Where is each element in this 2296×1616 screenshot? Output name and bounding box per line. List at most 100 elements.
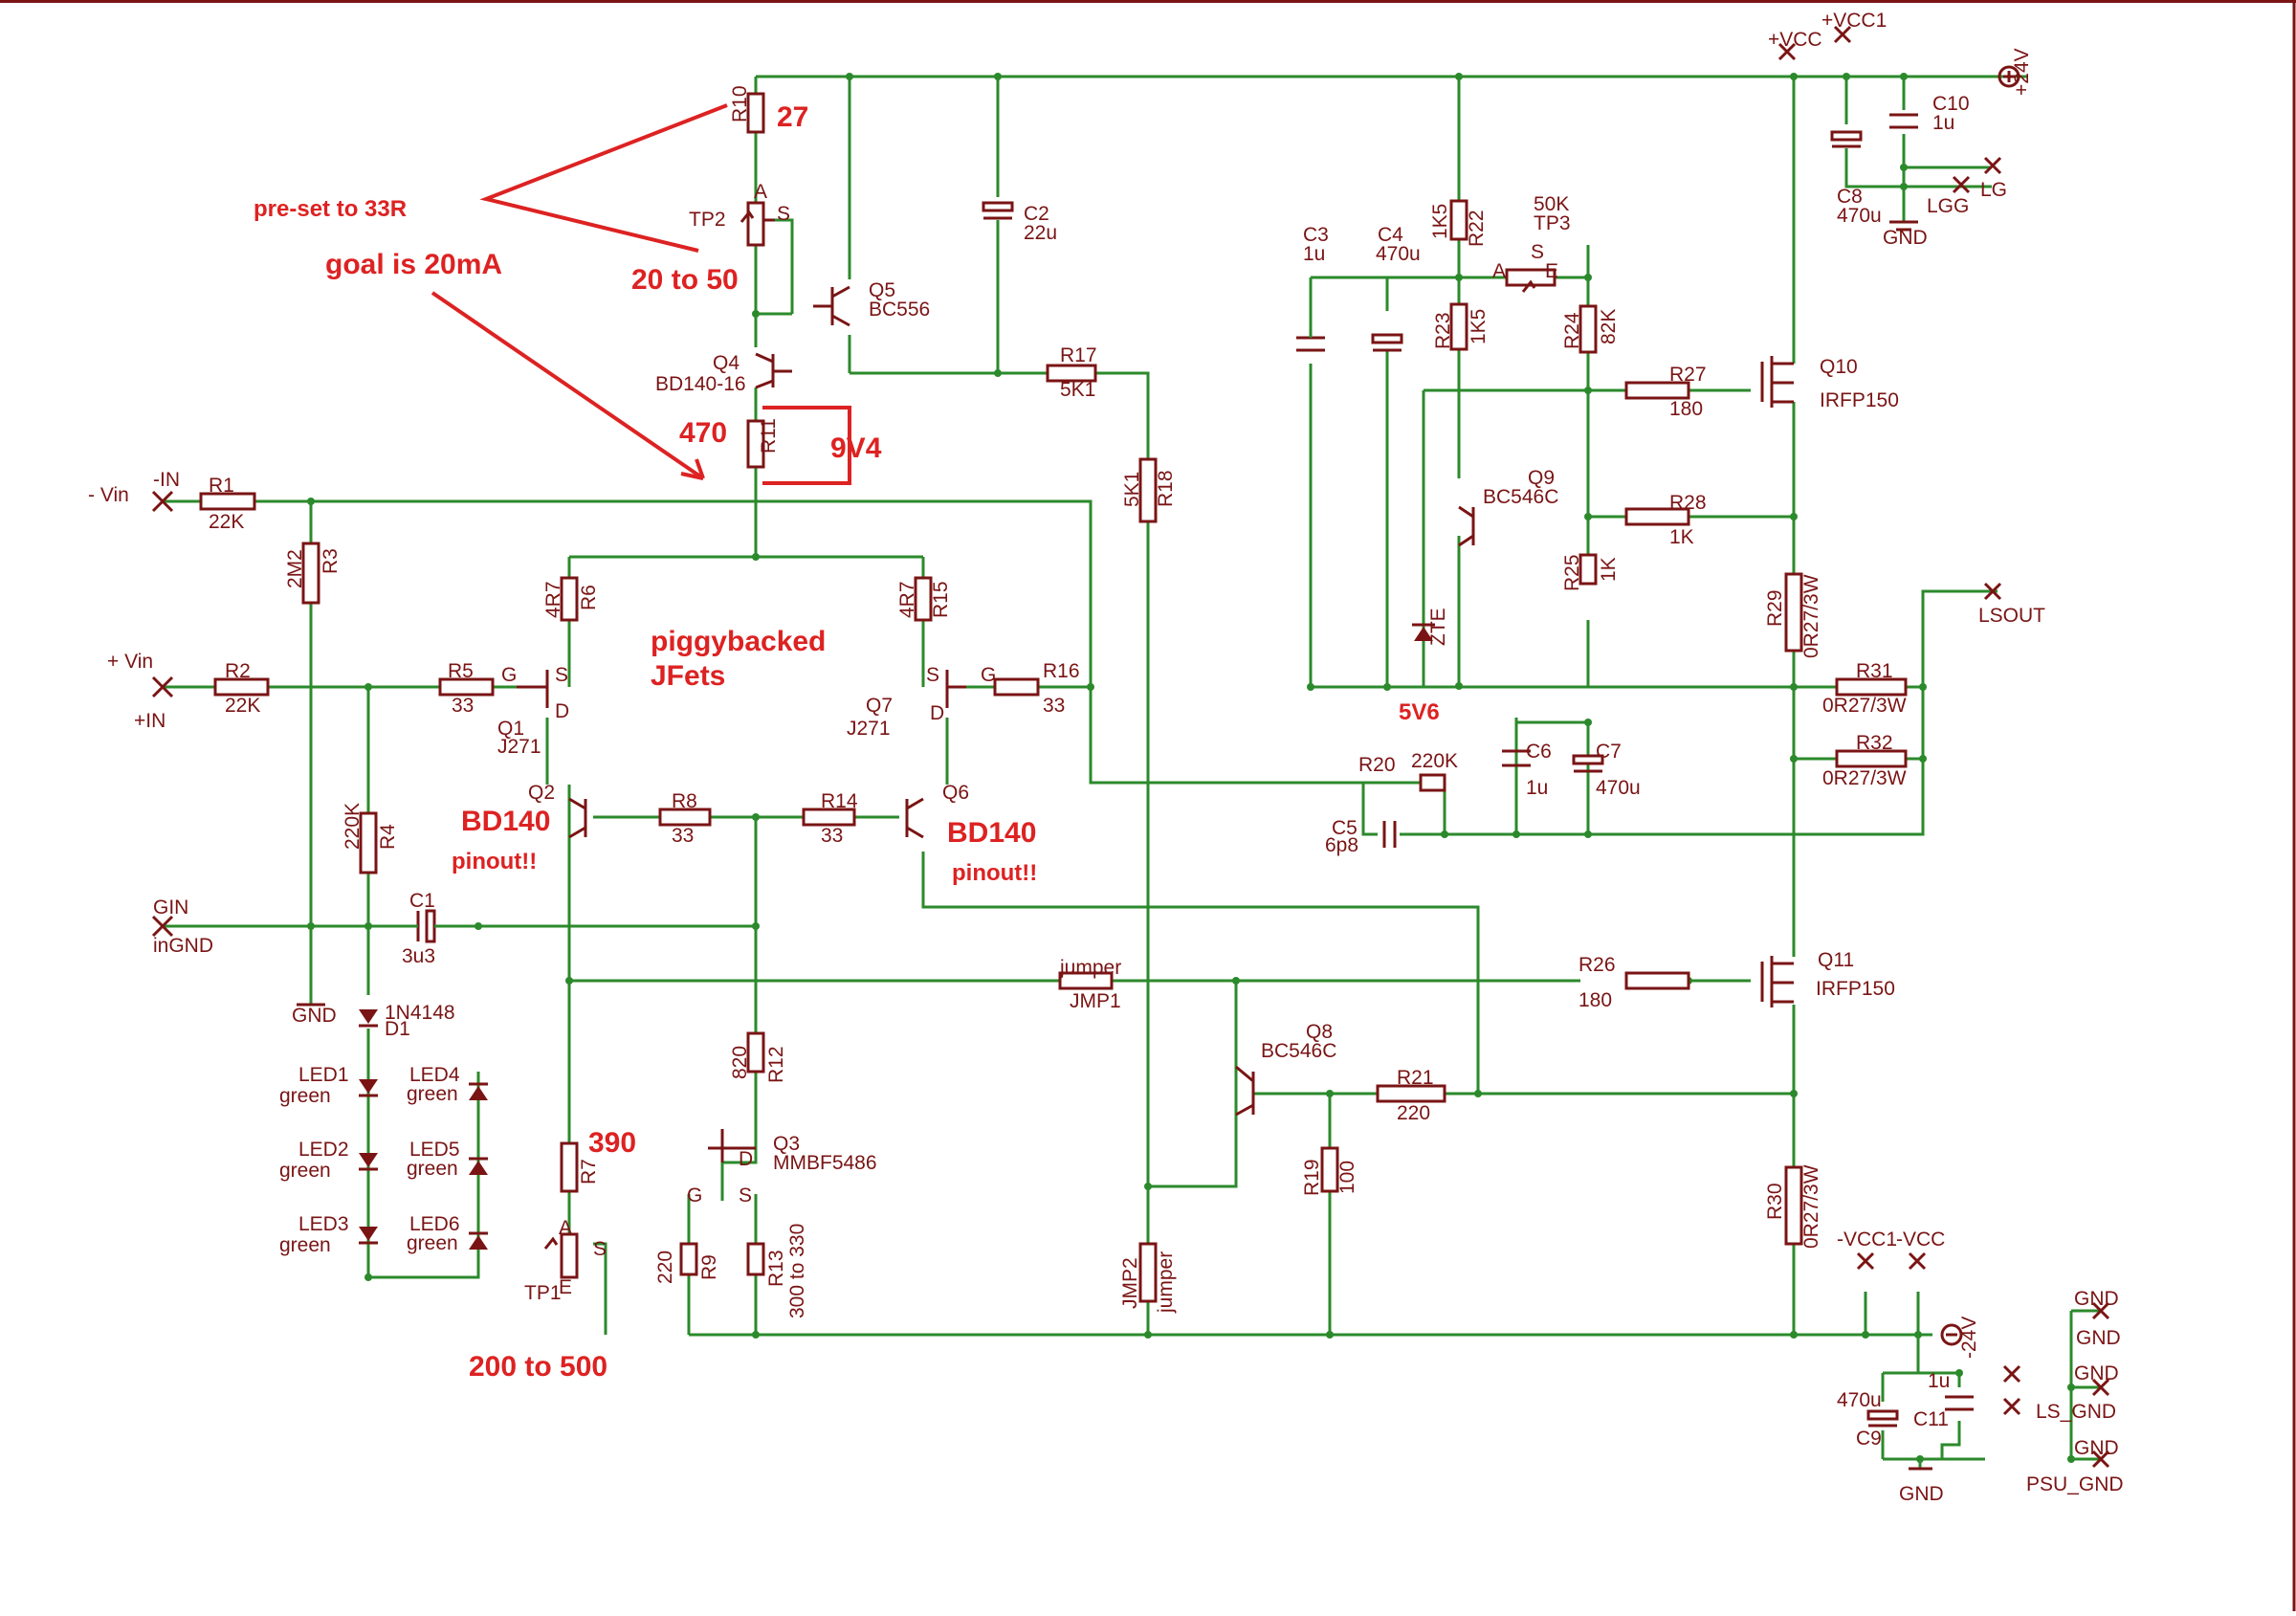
label-r8: R8 <box>672 790 697 812</box>
label-psu-gnd: PSU_GND <box>2026 1473 2124 1495</box>
label-r22: R22 <box>1466 210 1488 247</box>
label-q8: Q8 <box>1306 1021 1333 1043</box>
label-lgg: LGG <box>1927 195 1969 217</box>
capacitor-symbols <box>409 113 1974 1428</box>
value-r27: 180 <box>1669 398 1703 420</box>
label-minus-in: -IN <box>153 469 180 491</box>
label-r5: R5 <box>448 660 474 682</box>
value-r17: 5K1 <box>1060 379 1095 401</box>
note-r7-value: 390 <box>588 1127 636 1159</box>
value-q7: J271 <box>847 718 891 740</box>
value-c8: 470u <box>1837 205 1882 227</box>
value-r26: 180 <box>1578 989 1612 1011</box>
label-r19: R19 <box>1301 1159 1323 1196</box>
note-5v6: 5V6 <box>1399 699 1440 725</box>
value-r28: 1K <box>1669 526 1694 548</box>
label-pin-s-tp3: S <box>1531 241 1544 263</box>
label-r26: R26 <box>1578 954 1616 976</box>
label-q4: Q4 <box>713 352 740 374</box>
label-pin-s-q3: S <box>739 1184 752 1206</box>
label-led6: LED6 <box>409 1213 460 1235</box>
label-r6: R6 <box>578 585 600 610</box>
label-lsout: LSOUT <box>1978 605 2045 627</box>
note-pinout-left: pinout!! <box>452 849 537 874</box>
value-r14: 33 <box>821 825 843 847</box>
label-q3: Q3 <box>773 1133 800 1155</box>
label-plus-vin: + Vin <box>107 651 153 673</box>
note-preset: pre-set to 33R <box>254 196 407 222</box>
trimpot-symbols <box>543 201 1556 1279</box>
value-r16: 33 <box>1043 695 1065 717</box>
label-pin-e-tp3: E <box>1545 260 1558 282</box>
note-r10-value: 27 <box>777 101 808 133</box>
label-q10: Q10 <box>1820 356 1858 378</box>
value-r4: 220K <box>342 803 364 850</box>
wires <box>163 75 2100 1469</box>
label-c6: C6 <box>1526 741 1552 763</box>
value-r9: 220 <box>654 1251 676 1284</box>
value-r3: 2M2 <box>284 549 306 588</box>
label-r24: R24 <box>1561 312 1583 349</box>
label-jumper-jmp1: jumper <box>1059 957 1121 979</box>
value-d1: 1N4148 <box>385 1002 455 1024</box>
label-lg: LG <box>1980 179 2007 201</box>
value-r32: 0R27/3W <box>1822 767 1907 789</box>
label-c9: C9 <box>1856 1428 1882 1450</box>
label-led1-color: green <box>279 1085 331 1107</box>
label-r23: R23 <box>1432 312 1454 349</box>
label-tp1: TP1 <box>524 1282 562 1304</box>
value-c2: 22u <box>1024 222 1057 244</box>
label-gnd-bottom: GND <box>1899 1483 1944 1505</box>
note-piggy-line2: JFets <box>651 660 725 692</box>
label-r17: R17 <box>1060 344 1097 366</box>
label-r7: R7 <box>578 1159 600 1184</box>
value-r31: 0R27/3W <box>1822 695 1907 717</box>
label-minus-vcc: -VCC <box>1896 1229 1945 1251</box>
note-piggy-line1: piggybacked <box>651 626 826 657</box>
value-r23: 1K5 <box>1468 309 1490 344</box>
labels: - Vin -IN + Vin +IN GIN inGND GND R1 22K… <box>88 10 2124 1505</box>
label-c5: C5 <box>1332 817 1358 839</box>
label-q2: Q2 <box>528 782 555 804</box>
label-gnd-c8: GND <box>1883 227 1928 249</box>
value-q4: BD140-16 <box>655 373 746 395</box>
label-r16: R16 <box>1043 660 1080 682</box>
value-c9: 470u <box>1837 1389 1882 1411</box>
label-c4: C4 <box>1378 224 1403 246</box>
note-tp1-range: 200 to 500 <box>469 1351 607 1383</box>
value-q3: MMBF5486 <box>773 1152 877 1174</box>
value-r18: 5K1 <box>1121 472 1143 507</box>
label-r13: R13 <box>765 1250 787 1287</box>
value-r29: 0R27/3W <box>1800 574 1822 658</box>
label-gnd-r4: GND <box>2074 1437 2119 1459</box>
label-pin-a-tp2: A <box>754 181 767 203</box>
value-r6: 4R7 <box>542 581 564 618</box>
label-led3-color: green <box>279 1234 331 1256</box>
label-plus24: +24V <box>2011 48 2033 96</box>
annotation-strokes <box>430 103 851 485</box>
label-c3: C3 <box>1303 224 1329 246</box>
note-tp2-range: 20 to 50 <box>631 264 739 296</box>
label-gnd-r1: GND <box>2074 1288 2119 1310</box>
value-q9: BC546C <box>1483 486 1558 508</box>
label-r20: R20 <box>1358 754 1396 776</box>
label-r11: R11 <box>758 418 780 454</box>
label-c2: C2 <box>1024 203 1049 225</box>
label-led2-color: green <box>279 1160 331 1182</box>
label-led3: LED3 <box>298 1213 349 1235</box>
label-jmp2: JMP2 <box>1119 1257 1141 1309</box>
label-pin-s-tp2: S <box>777 203 790 225</box>
label-led4-color: green <box>407 1083 458 1105</box>
value-c5: 6p8 <box>1325 834 1358 856</box>
note-goal: goal is 20mA <box>325 249 502 280</box>
label-r15: R15 <box>930 581 952 618</box>
value-c1: 3u3 <box>402 945 435 967</box>
note-irfp-bottom: IRFP150 <box>1816 978 1895 1000</box>
label-plus-in: +IN <box>134 710 166 732</box>
value-r24: 82K <box>1598 309 1620 344</box>
label-minus24: -24V <box>1958 1317 1980 1359</box>
label-r21: R21 <box>1397 1067 1434 1089</box>
resistor-symbols <box>199 92 1908 1303</box>
label-zte: ZTE <box>1427 608 1449 646</box>
